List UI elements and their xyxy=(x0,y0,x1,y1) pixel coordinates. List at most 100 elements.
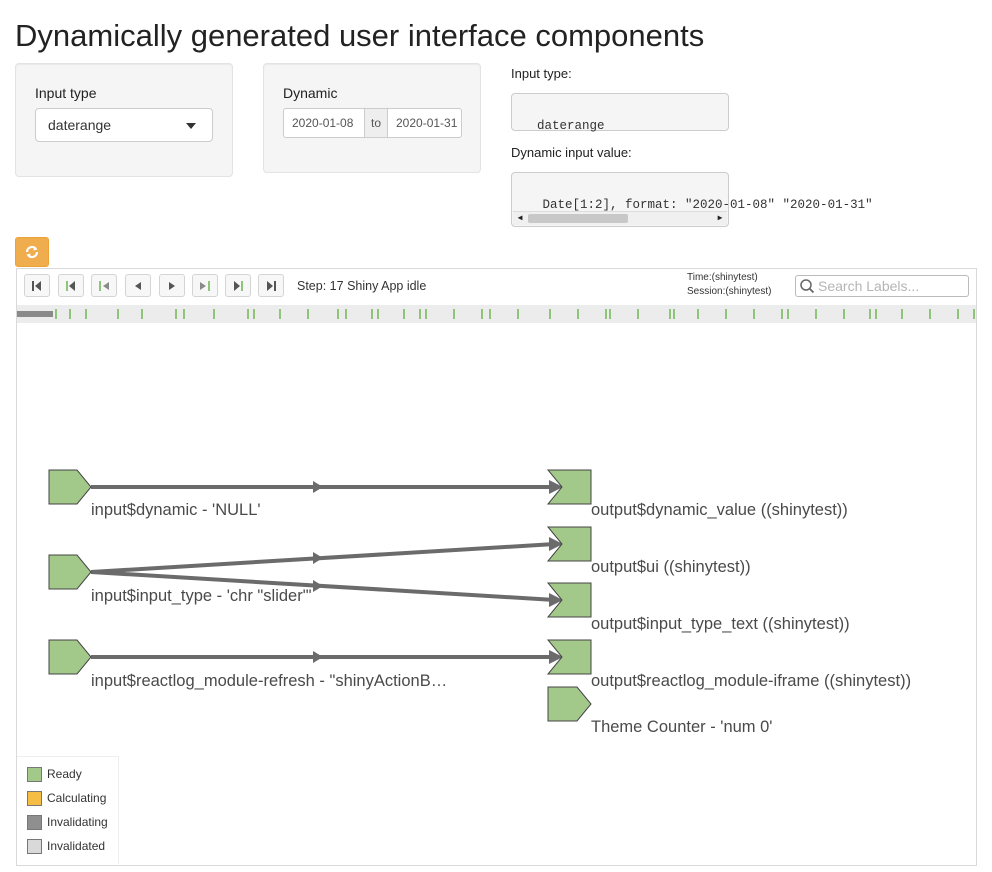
next-step-button[interactable] xyxy=(159,274,185,297)
timeline-tick xyxy=(669,309,671,319)
date-end-input[interactable]: 2020-01-31 xyxy=(387,108,462,138)
step-number: 17 xyxy=(329,279,344,293)
reactive-graph xyxy=(48,469,592,722)
input-type-output-text: daterange xyxy=(537,119,605,133)
dynamic-value-output-text: Date[1:2], format: "2020-01-08" "2020-01… xyxy=(535,198,873,212)
label-input-refresh[interactable]: input$reactlog_module-refresh - "shinyAc… xyxy=(91,672,448,690)
arrow-head xyxy=(549,480,563,494)
timeline-progress xyxy=(17,311,53,317)
search-placeholder: Search Labels... xyxy=(818,278,920,294)
date-start-input[interactable]: 2020-01-08 xyxy=(283,108,365,138)
timeline-tick xyxy=(605,309,607,319)
scrollbar-thumb[interactable] xyxy=(528,214,628,223)
timeline-tick xyxy=(577,309,579,319)
first-step-button[interactable] xyxy=(24,274,50,297)
timeline-tick xyxy=(69,309,71,319)
theme-counter-node xyxy=(547,686,592,722)
timeline-tick xyxy=(489,309,491,319)
timeline-bar[interactable] xyxy=(17,305,976,323)
timeline-tick xyxy=(403,309,405,319)
timeline-tick xyxy=(141,309,143,319)
output-node-dynamic-value xyxy=(546,469,592,505)
label-input-dynamic[interactable]: input$dynamic - 'NULL' xyxy=(91,501,261,519)
arrow-head xyxy=(313,481,323,493)
page-title: Dynamically generated user interface com… xyxy=(15,18,705,53)
legend-calculating-swatch xyxy=(27,791,42,807)
arrow-head xyxy=(549,537,563,551)
search-labels-input[interactable]: Search Labels... xyxy=(795,275,969,297)
timeline-tick xyxy=(425,309,427,319)
prev-output-button[interactable] xyxy=(91,274,117,297)
timeline-tick xyxy=(419,309,421,319)
horizontal-scrollbar[interactable]: ◀ ▶ xyxy=(513,211,727,225)
timeline-tick xyxy=(55,309,57,319)
dynamic-value-output[interactable]: Date[1:2], format: "2020-01-08" "2020-01… xyxy=(511,172,873,227)
timeline-tick xyxy=(697,309,699,319)
arrow-head xyxy=(313,580,323,592)
label-theme-counter[interactable]: Theme Counter - 'num 0' xyxy=(591,718,773,736)
legend-invalidating-label: Invalidating xyxy=(47,815,108,829)
prev-step-button[interactable] xyxy=(125,274,151,297)
arrow-head xyxy=(313,552,323,564)
timeline-tick xyxy=(253,309,255,319)
label-output-dynamic-value[interactable]: output$dynamic_value ((shinytest)) xyxy=(591,501,848,519)
next-cycle-button[interactable] xyxy=(225,274,251,297)
edge-arrows xyxy=(313,480,563,664)
arrow-head xyxy=(313,651,323,663)
prev-output-icon xyxy=(99,280,109,291)
output-node-iframe xyxy=(546,639,592,675)
input-type-selected-value: daterange xyxy=(48,117,112,133)
timeline-tick xyxy=(117,309,119,319)
dynamic-label: Dynamic xyxy=(283,85,338,101)
search-icon xyxy=(800,279,815,294)
input-type-select[interactable]: daterange xyxy=(35,108,213,142)
input-node-dynamic xyxy=(48,469,92,505)
dynamic-panel: Dynamic 2020-01-08 to 2020-01-31 xyxy=(263,63,481,173)
next-output-button[interactable] xyxy=(192,274,218,297)
timeline-tick xyxy=(247,309,249,319)
skip-first-icon xyxy=(32,280,41,291)
refresh-button[interactable] xyxy=(15,237,49,267)
step-label: Step: xyxy=(297,279,327,293)
timeline-tick xyxy=(781,309,783,319)
input-type-output-label: Input type: xyxy=(511,66,572,81)
legend-invalidating: Invalidating xyxy=(27,815,108,831)
timeline-tick xyxy=(213,309,215,319)
arrow-head xyxy=(549,650,563,664)
label-input-input-type[interactable]: input$input_type - 'chr "slider"' xyxy=(91,587,312,605)
label-output-ui[interactable]: output$ui ((shinytest)) xyxy=(591,558,751,576)
legend-invalidated: Invalidated xyxy=(27,839,105,855)
input-node-input-type xyxy=(48,554,92,590)
app-status: Shiny App idle xyxy=(347,279,427,293)
last-step-button[interactable] xyxy=(258,274,284,297)
timeline-tick xyxy=(843,309,845,319)
input-nodes xyxy=(48,469,92,675)
input-node-refresh xyxy=(48,639,92,675)
label-output-input-type-text[interactable]: output$input_type_text ((shinytest)) xyxy=(591,615,850,633)
label-output-iframe[interactable]: output$reactlog_module-iframe ((shinytes… xyxy=(591,672,912,690)
timeline-tick xyxy=(371,309,373,319)
timeline-tick xyxy=(609,309,611,319)
next-output-icon xyxy=(200,280,210,291)
legend-ready-swatch xyxy=(27,767,42,783)
next-cycle-icon xyxy=(234,280,243,291)
legend-invalidating-swatch xyxy=(27,815,42,831)
legend-invalidated-swatch xyxy=(27,839,42,855)
output-nodes xyxy=(546,469,592,722)
status-legend: Ready Calculating Invalidating Invalidat… xyxy=(17,756,119,864)
arrow-head xyxy=(549,593,563,607)
timeline-tick xyxy=(901,309,903,319)
timeline-tick xyxy=(453,309,455,319)
timeline-tick xyxy=(869,309,871,319)
timeline-tick xyxy=(957,309,959,319)
refresh-icon xyxy=(25,245,39,259)
dynamic-value-output-label: Dynamic input value: xyxy=(511,145,632,160)
timeline-tick xyxy=(875,309,877,319)
timeline-tick xyxy=(183,309,185,319)
timeline-tick xyxy=(279,309,281,319)
scroll-right-icon[interactable]: ▶ xyxy=(717,214,723,223)
step-forward-icon xyxy=(169,281,175,290)
scroll-left-icon[interactable]: ◀ xyxy=(517,214,523,223)
prev-cycle-button[interactable] xyxy=(58,274,84,297)
timeline-tick xyxy=(481,309,483,319)
